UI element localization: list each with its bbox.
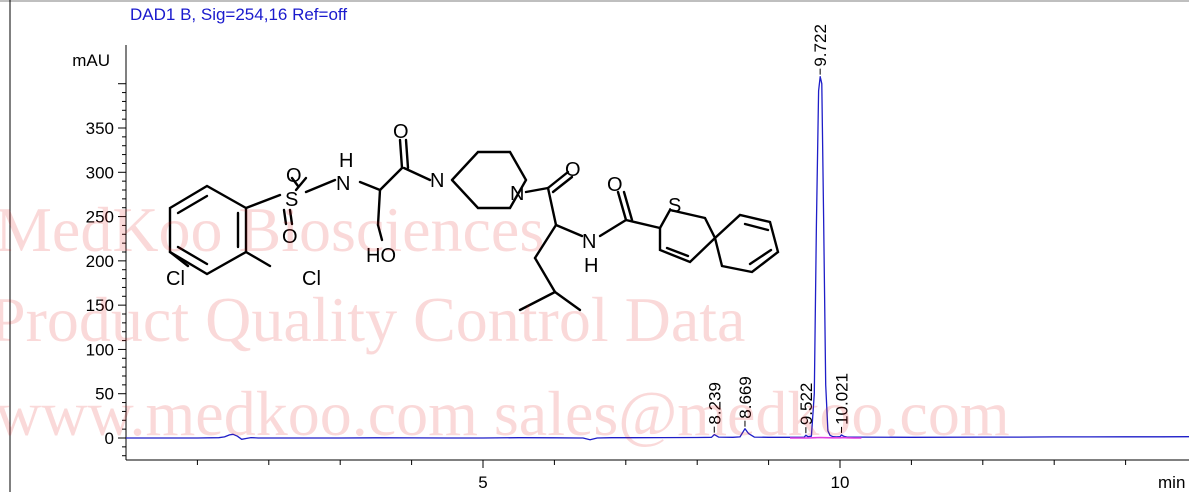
y-tick-label: 100 [86, 340, 114, 359]
signal-trace [126, 75, 1189, 441]
atom-o-amide: O [607, 174, 623, 196]
y-tick-label: 300 [86, 163, 114, 182]
signal-label: DAD1 B, Sig=254,16 Ref=off [130, 5, 348, 24]
x-axis-label: min [1158, 473, 1185, 492]
atom-o-sulfonyl-top: O [286, 165, 302, 187]
atom-h-serine: H [339, 150, 353, 172]
atom-o-leucine-carbonyl: O [565, 159, 581, 181]
atom-s-sulfonyl: S [285, 189, 298, 211]
atom-ho: HO [366, 245, 396, 267]
y-tick-label: 0 [105, 429, 114, 448]
chemical-structure [168, 138, 780, 312]
atom-s-thiophene: S [668, 195, 681, 217]
y-tick-label: 50 [95, 385, 114, 404]
y-tick-label: 250 [86, 208, 114, 227]
atom-o-serine-carbonyl: O [393, 121, 409, 143]
peak-label: 9.522 [797, 383, 816, 426]
y-tick-label: 350 [86, 119, 114, 138]
structure-atom-labels: O S O N H O N N O N H O S HO Cl Cl [166, 121, 681, 290]
reference-trace [790, 436, 862, 439]
y-axis-label: mAU [72, 51, 110, 70]
atom-o-sulfonyl-bottom: O [282, 226, 298, 248]
x-tick-label: 5 [478, 473, 487, 492]
atom-n-serine: N [336, 173, 350, 195]
peak-label: 8.239 [705, 382, 724, 425]
peak-label: 8.669 [736, 376, 755, 419]
atom-n-leucine: N [582, 231, 596, 253]
peak-label-layer: 8.239 8.669 9.522 9.722 10.021 [705, 24, 851, 434]
peak-label: 10.021 [832, 373, 851, 425]
y-tick-label: 200 [86, 252, 114, 271]
atom-cl-ortho: Cl [302, 268, 321, 290]
trace-layer [126, 75, 1189, 441]
axes-layer: 0 50 100 150 200 250 300 350 5 10 [86, 45, 1189, 492]
atom-n-piperazine-left: N [430, 170, 444, 192]
atom-n-piperazine-right: N [510, 183, 524, 205]
peak-label: 9.722 [811, 24, 830, 67]
atom-cl-para: Cl [166, 268, 185, 290]
y-tick-label: 150 [86, 296, 114, 315]
x-tick-label: 10 [831, 473, 850, 492]
atom-h-leucine: H [584, 255, 598, 277]
